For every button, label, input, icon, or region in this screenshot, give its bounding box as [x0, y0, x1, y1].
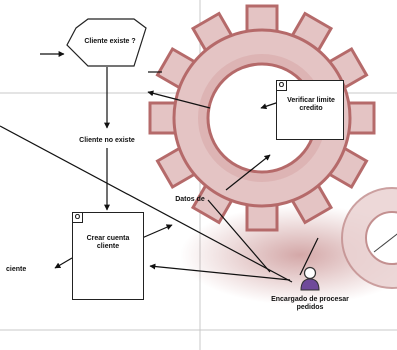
box-label-crear: Crear cuenta cliente: [86, 235, 130, 250]
event-hexagon[interactable]: [66, 18, 147, 67]
event-label-top: Cliente existe ?: [84, 38, 136, 45]
left-edge-label-top: il: [0, 40, 22, 56]
box-tag-crear: O: [73, 213, 83, 223]
label-datos: Datos de: [175, 196, 205, 203]
box-tag-verificar: O: [277, 81, 287, 91]
label-left-edge: ciente: [6, 266, 27, 273]
box-label-verificar: Verificar limite credito: [287, 97, 335, 112]
small-gear-icon: [341, 187, 397, 289]
function-box-verificar[interactable]: O Verificar limite credito: [276, 80, 344, 140]
role-label: Encargado de procesar pedidos: [271, 296, 349, 311]
label-cliente-no-existe: Cliente no existe: [79, 137, 135, 144]
flow-connectors: [0, 51, 319, 283]
gear-icon: [148, 4, 376, 232]
role-person-icon: [300, 266, 320, 291]
function-box-crear-cuenta[interactable]: O Crear cuenta cliente: [72, 212, 144, 300]
